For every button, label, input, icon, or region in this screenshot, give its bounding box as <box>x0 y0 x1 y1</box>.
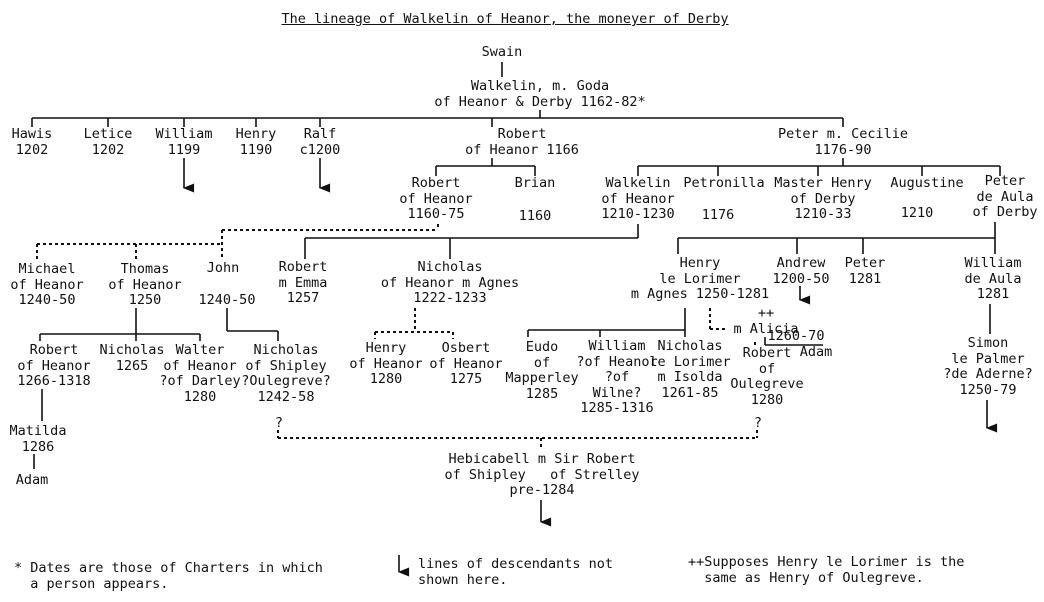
footnote-supposes: ++Supposes Henry le Lorimer is the same … <box>688 554 965 586</box>
person-john-date: 1240-50 <box>198 292 256 308</box>
uncertain-link-right: ? <box>753 415 763 431</box>
person-eudo: Eudo of Mapperley 1285 <box>505 339 579 402</box>
person-simon: Simon le Palmer ?de Aderne? 1250-79 <box>943 335 1033 398</box>
person-robert-oulegreve: Robert of Oulegreve 1280 <box>730 345 804 408</box>
person-robert-heanor-1166: Robert of Heanor 1166 <box>465 126 579 158</box>
person-brian: Brian <box>514 175 556 191</box>
footnote-arrow-legend: lines of descendants not shown here. <box>418 556 614 588</box>
person-alicia: ++ m Alicia <box>733 305 799 337</box>
person-hawis: Hawis 1202 <box>11 126 53 158</box>
person-petronilla-date: 1176 <box>701 207 735 223</box>
person-william-de-aula: William de Aula 1281 <box>964 255 1022 302</box>
person-master-henry: Master Henry of Derby 1210-33 <box>774 175 872 222</box>
person-walkelin-goda: Walkelin, m. Goda of Heanor & Derby 1162… <box>434 78 646 110</box>
person-brian-date: 1160 <box>518 208 552 224</box>
person-henry-1280: Henry of Heanor 1280 <box>349 340 423 387</box>
chart-title: The lineage of Walkelin of Heanor, the m… <box>281 11 729 27</box>
person-adam-son-of-alicia: Adam <box>799 344 833 360</box>
footnote-dates: * Dates are those of Charters in which a… <box>14 560 323 592</box>
person-peter-de-aula: Peter de Aula of Derby <box>972 173 1038 220</box>
person-william-wilne: William ?of Heanor ?of Wilne? 1285-1316 <box>576 338 658 416</box>
person-john: John <box>206 260 240 276</box>
person-william: William 1199 <box>155 126 213 158</box>
person-nicholas-1265: Nicholas 1265 <box>99 342 165 374</box>
person-walter: Walter of Heanor ?of Darley 1280 <box>159 342 241 405</box>
person-ralf: Ralf c1200 <box>299 126 341 158</box>
person-petronilla: Petronilla <box>683 175 765 191</box>
person-walkelin-1210: Walkelin of Heanor 1210-1230 <box>601 175 675 222</box>
person-robert-1266: Robert of Heanor 1266-1318 <box>17 342 91 389</box>
person-robert-emma: Robert m Emma 1257 <box>278 259 328 306</box>
person-thomas: Thomas of Heanor 1250 <box>108 261 182 308</box>
person-andrew: Andrew 1200-50 <box>772 255 830 287</box>
person-henry: Henry 1190 <box>235 126 277 158</box>
person-swain: Swain <box>481 44 523 60</box>
person-henry-le-lorimer: Henry le Lorimer m Agnes 1250-1281 <box>630 255 770 302</box>
person-nicholas-agnes: Nicholas of Heanor m Agnes 1222-1233 <box>380 259 520 306</box>
person-adam: Adam <box>15 472 49 488</box>
person-nicholas-isolda: Nicholas le Lorimer m Isolda 1261-85 <box>649 338 731 401</box>
person-augustine-date: 1210 <box>900 205 934 221</box>
person-matilda: Matilda 1286 <box>9 423 67 455</box>
person-robert-heanor-1160: Robert of Heanor 1160-75 <box>399 175 473 222</box>
person-alicia-date: 1260-70 <box>767 328 825 344</box>
person-hebicabell-sir-robert: Hebicabell m Sir Robert of Shipley of St… <box>444 451 640 498</box>
person-augustine: Augustine <box>890 175 964 191</box>
person-peter-cecilie: Peter m. Cecilie 1176-90 <box>777 126 909 158</box>
uncertain-link-left: ? <box>274 415 284 431</box>
person-osbert: Osbert of Heanor 1275 <box>429 340 503 387</box>
person-michael: Michael of Heanor 1240-50 <box>10 261 84 308</box>
person-peter-1281: Peter 1281 <box>844 255 886 287</box>
person-letice: Letice 1202 <box>83 126 133 158</box>
person-nicholas-shipley: Nicholas of Shipley ?Oulegreve? 1242-58 <box>241 342 331 405</box>
